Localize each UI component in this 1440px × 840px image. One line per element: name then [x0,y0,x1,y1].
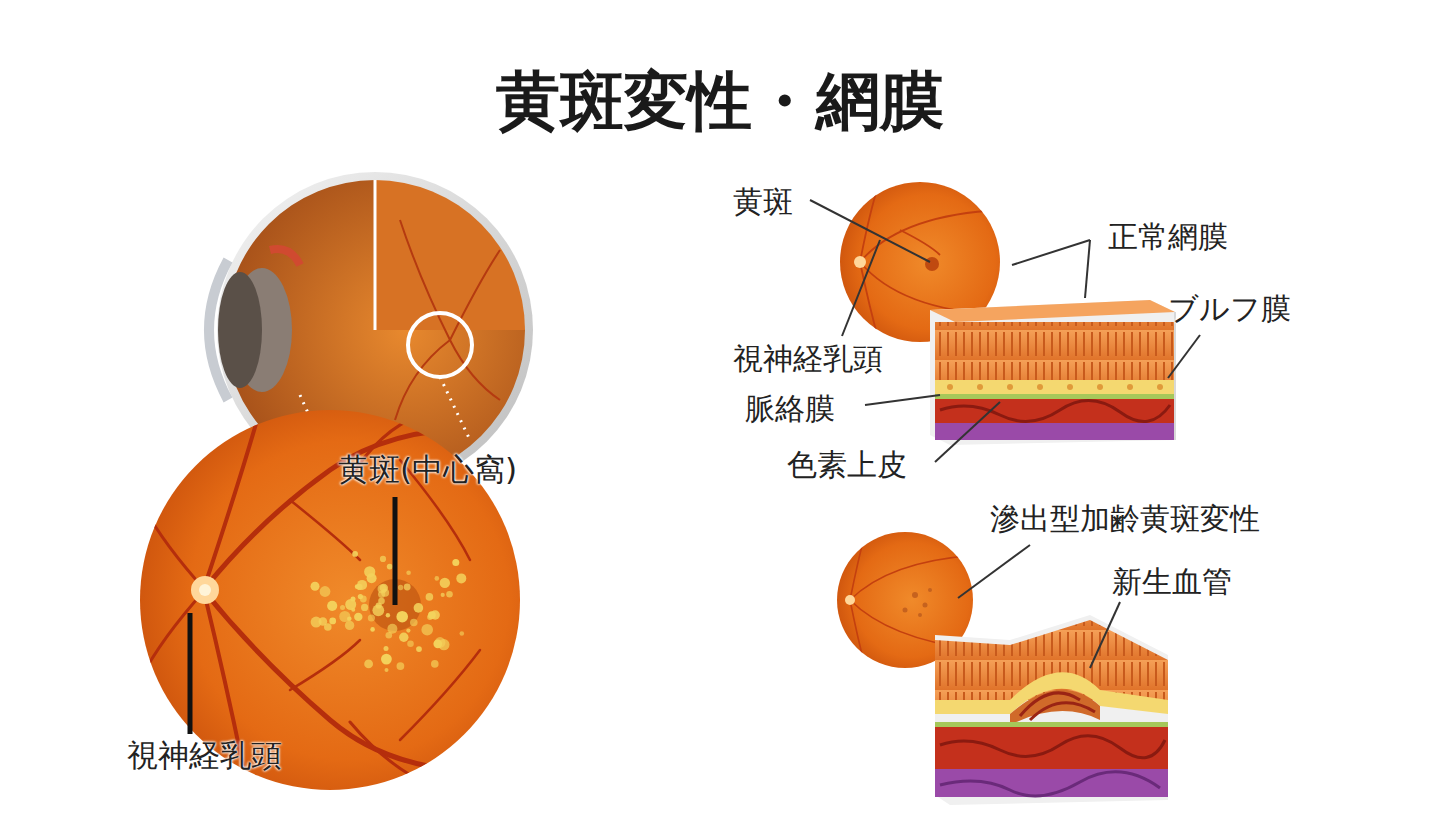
part-label: 脈絡膜 [745,392,835,427]
part-label: 黄斑 [733,185,793,220]
part-label: 正常網膜 [1108,220,1228,255]
diagram-title: 黄斑変性・網膜 [0,58,1440,145]
leader-line [188,613,193,734]
retina-block-amd [935,615,1168,805]
part-label: 新生血管 [1112,565,1232,600]
part-label: 黄斑(中心窩) [338,452,517,488]
part-label: 視神経乳頭 [733,342,883,377]
part-label: 色素上皮 [787,448,907,483]
part-label: 視神経乳頭 [127,738,282,774]
leader-line [393,497,398,605]
part-label: 滲出型加齢黄斑変性 [990,502,1260,537]
leader-lines-amd [958,545,1120,668]
part-label: ブルフ膜 [1168,292,1291,327]
retina-block-normal [930,300,1175,445]
